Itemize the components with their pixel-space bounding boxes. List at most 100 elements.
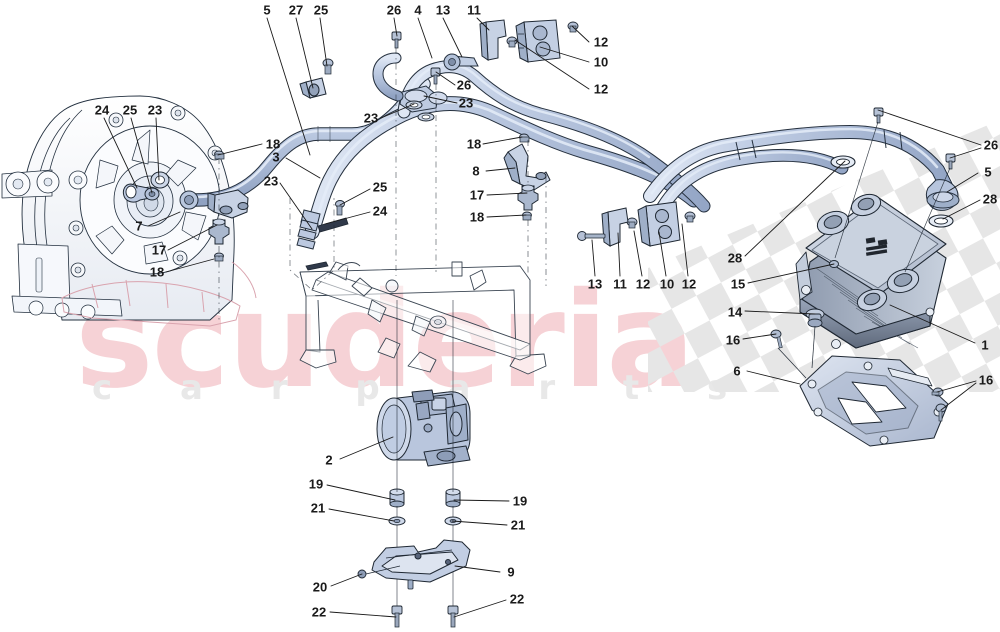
callout-number-7: 7 [135,218,143,234]
callout-leader-line [319,17,328,67]
callout-number-1: 1 [981,337,989,353]
callout-number-26: 26 [983,137,999,153]
nut-part-18-right-upper [519,133,530,143]
callout-number-20: 20 [312,579,328,595]
callout-leader-line [130,117,153,194]
rubber-mount-part-14 [805,308,825,369]
pipe-retainer-clip-part-7 [207,189,249,219]
callout-number-9: 9 [507,564,515,580]
clamp-bracket-part-11-lower [601,207,629,247]
callout-number-12: 12 [635,276,651,292]
cooler-logo-plate [865,237,888,256]
callout-leader-line [681,223,689,277]
callout-leader-line [946,172,979,193]
callout-leader-line [380,103,415,119]
seal-ring-part-23-center-a [405,100,423,110]
callout-number-18: 18 [469,209,485,225]
rubber-damper-part-17-right [517,184,539,211]
callout-number-21: 21 [510,517,526,533]
callout-leader-line [747,263,835,284]
callout-number-5: 5 [984,164,992,180]
shield-bolt-part-22-right [447,605,459,628]
seal-ring-part-23-left [150,171,170,189]
pipe-support-bracket-part-8 [503,143,551,191]
callout-leader-line [155,117,160,181]
callout-number-21: 21 [310,500,326,516]
oil-hose-secondary-right [653,148,849,219]
transmission-housing [1,95,235,321]
callout-number-23: 23 [363,110,379,126]
retaining-clip-part-24 [122,183,151,203]
callout-number-8: 8 [472,163,480,179]
callout-number-18: 18 [265,136,281,152]
callout-leader-line [746,370,801,385]
callout-leader-line [942,199,981,220]
callout-number-23: 23 [458,95,474,111]
clamp-screw-part-12-lower-b [626,217,638,229]
oil-hose-part-5-right [643,125,960,211]
callout-leader-line [514,39,590,90]
o-ring-part-28-left [830,155,856,169]
pump-shield-part-9 [371,539,471,590]
callout-number-25: 25 [372,179,388,195]
transmission-lower-cover-outline [61,261,257,327]
rubber-bush-part-19-left [389,488,405,508]
hose-clamp-rings-right [735,129,903,161]
callout-leader-line [167,224,218,251]
callout-leader-line [165,258,215,273]
callout-number-22: 22 [311,604,327,620]
callout-leader-line [889,304,976,344]
callout-leader-line [339,188,371,206]
callout-number-17: 17 [151,242,167,258]
clamp-screw-part-12-lower-a [684,211,696,223]
callout-leader-line [877,109,982,146]
callout-leader-line [266,17,311,156]
union-bolt-part-26-center-a [391,31,402,49]
seal-ring-part-23-center-b [417,112,435,122]
callout-leader-line [279,182,313,230]
callout-number-3: 3 [272,149,280,165]
union-bolt-part-26-center-b [430,67,441,85]
electric-pump-part-2 [376,389,471,467]
callout-leader-line [571,25,590,43]
washer-part-21-left [388,516,406,526]
callout-number-12: 12 [593,34,609,50]
callout-number-18: 18 [466,136,482,152]
rubber-damper-part-17-left [208,218,230,245]
callout-number-23: 23 [263,173,279,189]
callout-leader-line [453,499,510,502]
nut-part-18-left-upper [214,150,225,160]
callout-number-14: 14 [727,304,743,320]
callout-leader-line [936,380,977,393]
callout-leader-line [486,214,527,218]
callout-number-4: 4 [414,2,422,18]
callout-number-26: 26 [456,77,472,93]
callout-number-28: 28 [727,250,743,266]
callout-leader-line [417,17,433,59]
hose-clamp-block-part-10-lower [637,201,681,247]
callout-number-25: 25 [313,2,329,18]
callout-number-2: 2 [325,452,333,468]
callout-leader-line [617,232,621,277]
rubber-bush-part-19-right [445,488,461,508]
union-bolt-part-26-a [873,107,884,124]
callout-number-11: 11 [467,2,481,18]
callout-number-19: 19 [308,476,324,492]
screw-part-25-top [322,58,334,75]
callout-number-10: 10 [593,54,609,70]
callout-leader-line [453,599,507,618]
callout-leader-line [940,382,977,411]
cooler-support-bracket-part-6 [799,355,949,447]
callout-number-12: 12 [681,276,697,292]
callout-number-17: 17 [469,187,485,203]
callout-leader-line [393,17,398,37]
callout-leader-line [482,136,523,145]
callout-leader-line [633,230,643,277]
callout-leader-line [435,71,456,86]
callout-leader-line [103,117,138,189]
chassis-subframe [299,261,547,375]
callout-number-24: 24 [372,203,388,219]
callout-leader-line [217,143,263,156]
